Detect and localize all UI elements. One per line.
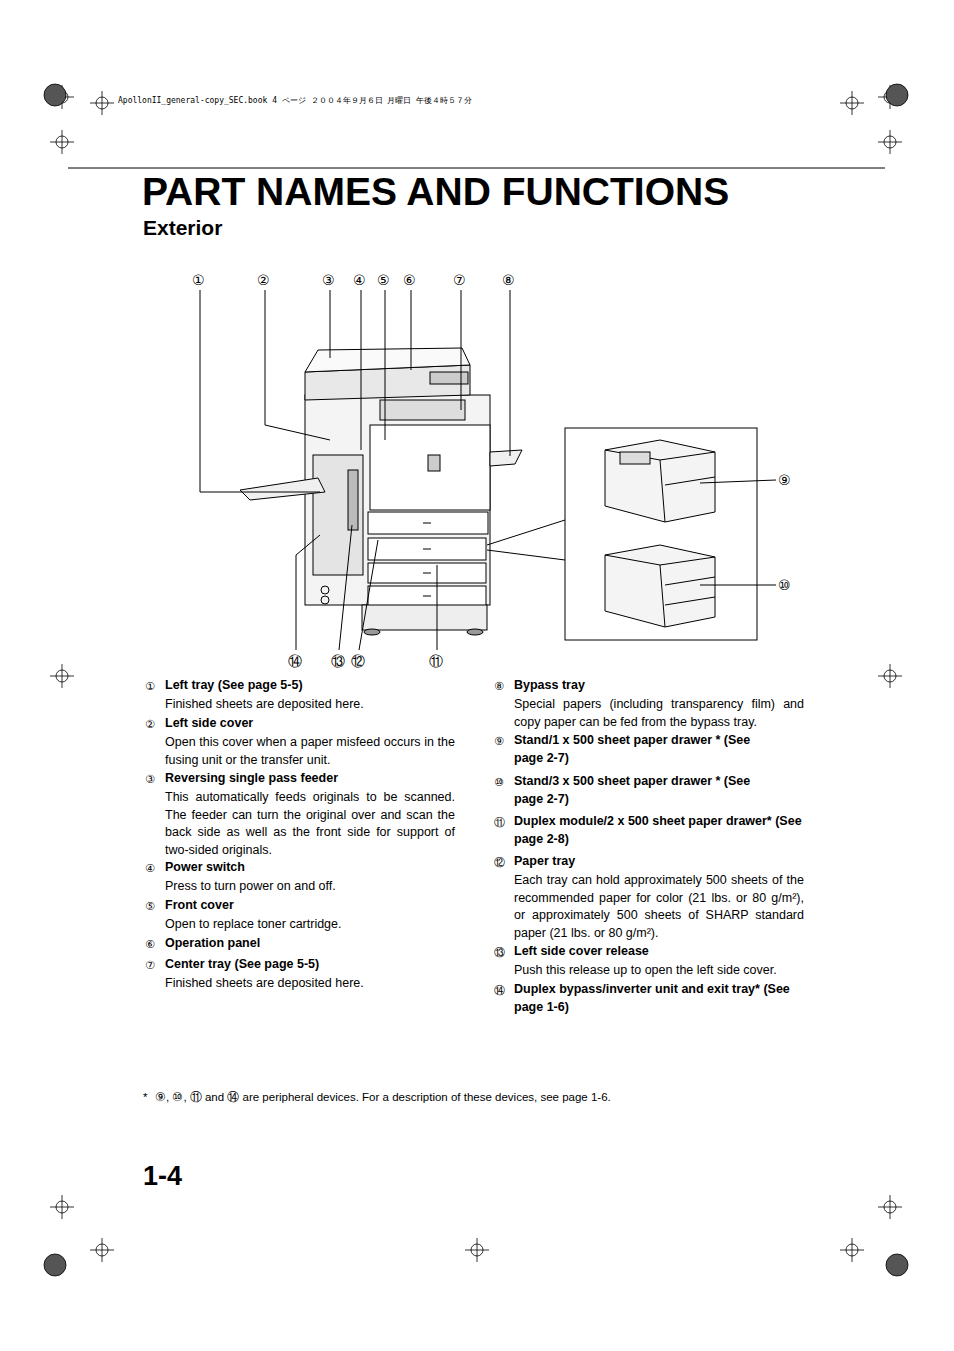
- item-number: ⑫: [494, 854, 505, 872]
- item-number: ③: [145, 771, 155, 789]
- part-name: Left tray (See page 5-5): [165, 677, 465, 695]
- header-rule: [68, 168, 885, 169]
- part-name: Duplex module/2 x 500 sheet paper drawer…: [514, 813, 804, 848]
- cover-release: [348, 470, 358, 530]
- drawer: [368, 563, 486, 583]
- part-name: Paper tray: [514, 853, 814, 871]
- callout-number: ⑪: [429, 652, 443, 670]
- part-description: Press to turn power on and off.: [165, 878, 455, 896]
- copier-body: [305, 395, 490, 605]
- duplex-module-base: [362, 605, 487, 630]
- cover-handle: [428, 455, 440, 471]
- part-description: Finished sheets are deposited here.: [165, 696, 455, 714]
- part-description: This automatically feeds originals to be…: [165, 789, 455, 859]
- callout-number: ⑩: [778, 576, 791, 594]
- part-description: Each tray can hold approximately 500 she…: [514, 872, 804, 942]
- center-tray: [380, 400, 465, 420]
- part-description: Special papers (including transparency f…: [514, 696, 804, 731]
- part-name: Stand/3 x 500 sheet paper drawer * (See …: [514, 773, 754, 808]
- item-number: ⑤: [145, 898, 155, 916]
- item-number: ⑥: [145, 936, 155, 954]
- part-description: Open to replace toner cartridge.: [165, 916, 455, 934]
- part-name: Front cover: [165, 897, 465, 915]
- part-name: Duplex bypass/inverter unit and exit tra…: [514, 981, 804, 1016]
- part-name: Power switch: [165, 859, 465, 877]
- leader-lines: [200, 290, 776, 650]
- item-number: ⑪: [494, 814, 505, 832]
- item-number: ⑨: [494, 733, 504, 751]
- file-header: ApollonII_general-copy_SEC.book 4 ページ ２０…: [118, 96, 472, 106]
- item-number: ①: [145, 678, 155, 696]
- page-title: PART NAMES AND FUNCTIONS: [142, 170, 729, 214]
- item-number: ④: [145, 860, 155, 878]
- part-name: Stand/1 x 500 sheet paper drawer * (See …: [514, 732, 754, 767]
- left-tray: [240, 478, 325, 500]
- front-cover: [370, 425, 490, 510]
- footnote: ⑨, ⑩, ⑪ and ⑭ are peripheral devices. Fo…: [155, 1089, 611, 1106]
- inset-frame: [565, 428, 757, 640]
- callout-number: ⑭: [288, 652, 302, 670]
- item-number: ②: [145, 716, 155, 734]
- operation-panel: [430, 372, 468, 384]
- bypass-tray: [490, 450, 522, 466]
- part-name: Center tray (See page 5-5): [165, 956, 465, 974]
- item-number: ⑭: [494, 982, 505, 1000]
- callout-number: ④: [353, 271, 366, 289]
- footnote-mark: *: [143, 1089, 147, 1106]
- stand-3-drawer: [605, 545, 715, 627]
- callout-number: ⑧: [502, 271, 515, 289]
- callout-number: ⑦: [453, 271, 466, 289]
- part-name: Left side cover release: [514, 943, 814, 961]
- drawer: [368, 586, 486, 606]
- part-name: Bypass tray: [514, 677, 814, 695]
- stand-1-drawer: [605, 440, 715, 522]
- callout-number: ⑤: [377, 271, 390, 289]
- callout-number: ⑥: [403, 271, 416, 289]
- part-description: Open this cover when a paper misfeed occ…: [165, 734, 455, 769]
- drawer: [368, 538, 486, 560]
- part-name: Left side cover: [165, 715, 465, 733]
- callout-number: ⑬: [331, 652, 345, 670]
- callout-number: ⑫: [351, 652, 365, 670]
- part-description: Finished sheets are deposited here.: [165, 975, 455, 993]
- item-number: ⑦: [145, 957, 155, 975]
- part-description: Push this release up to open the left si…: [514, 962, 804, 980]
- page-number: 1-4: [143, 1160, 182, 1192]
- part-name: Operation panel: [165, 935, 465, 953]
- callout-number: ③: [322, 271, 335, 289]
- paper-tray: [368, 512, 488, 534]
- callout-number: ⑨: [778, 471, 791, 489]
- part-name: Reversing single pass feeder: [165, 770, 465, 788]
- callout-number: ①: [192, 271, 205, 289]
- callout-number: ②: [257, 271, 270, 289]
- item-number: ⑬: [494, 944, 505, 962]
- item-number: ⑧: [494, 678, 504, 696]
- item-number: ⑩: [494, 774, 504, 792]
- section-heading: Exterior: [143, 215, 222, 241]
- duplex-inverter-unit: [313, 455, 363, 575]
